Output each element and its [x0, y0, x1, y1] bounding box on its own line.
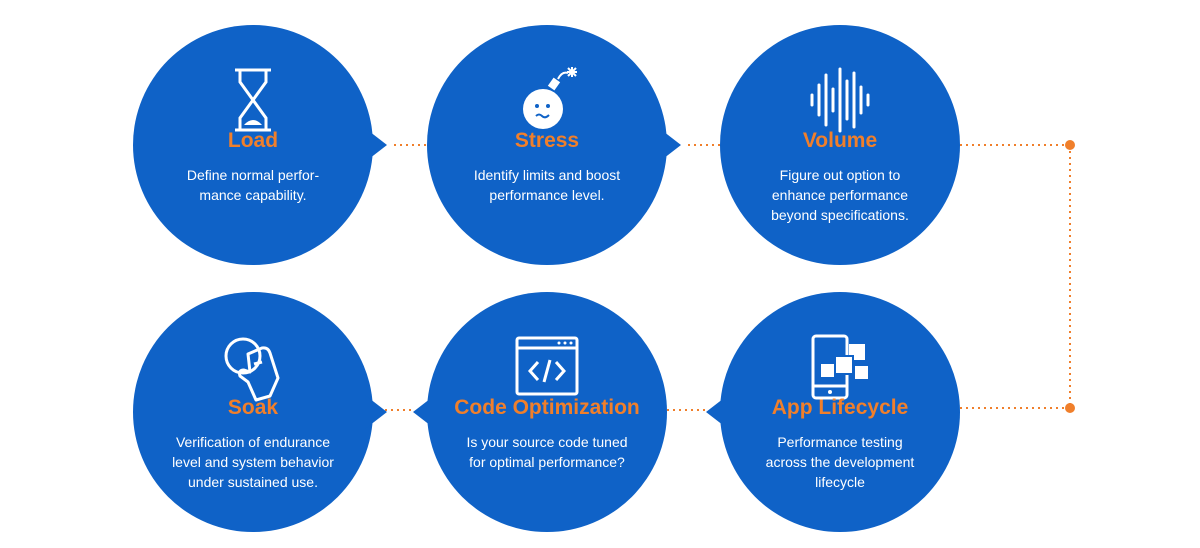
- node-title: Soak: [227, 396, 279, 419]
- description-line: for optimal performance?: [469, 454, 625, 470]
- description-line: enhance performance: [771, 187, 909, 203]
- description-line: across the development: [765, 454, 915, 470]
- mobile-apps-icon: [805, 332, 875, 402]
- hourglass-icon: [218, 65, 288, 135]
- node-description: Performance testing across the developme…: [750, 432, 930, 492]
- node-app-lifecycle: App Lifecycle Performance testing across…: [706, 292, 960, 532]
- description-line: Performance testing: [777, 434, 903, 450]
- description-line: Verification of endurance: [175, 434, 331, 450]
- description-line: beyond specifications.: [771, 207, 909, 223]
- node-description: Identify limits and boost performance le…: [457, 165, 637, 205]
- connector-end-dot-bottom: [1065, 403, 1075, 413]
- description-line: Is your source code tuned: [466, 434, 628, 450]
- node-soak: Soak Verification of endurance level and…: [133, 292, 387, 532]
- description-line: under sustained use.: [188, 474, 318, 490]
- description-line: Define normal perfor-: [186, 167, 320, 183]
- node-title: App Lifecycle: [771, 396, 909, 419]
- description-line: lifecycle: [815, 474, 865, 490]
- sound-wave-icon: [805, 65, 875, 135]
- connector-end-dot-top: [1065, 140, 1075, 150]
- description-line: Figure out option to: [779, 167, 901, 183]
- code-window-icon: [512, 332, 582, 402]
- node-title: Load: [227, 129, 279, 152]
- node-load: Load Define normal perfor- mance capabil…: [133, 25, 387, 265]
- node-title: Volume: [802, 129, 878, 152]
- hand-coin-icon: [218, 332, 288, 402]
- node-title: Code Optimization: [454, 396, 640, 419]
- node-title: Stress: [514, 129, 580, 152]
- node-description: Define normal perfor- mance capability.: [163, 165, 343, 205]
- description-line: performance level.: [489, 187, 605, 203]
- node-stress: Stress Identify limits and boost perform…: [427, 25, 681, 265]
- node-volume: Volume Figure out option to enhance perf…: [720, 25, 960, 265]
- bomb-icon: [512, 65, 582, 135]
- node-description: Figure out option to enhance performance…: [750, 165, 930, 225]
- description-line: Identify limits and boost: [473, 167, 621, 183]
- description-line: level and system behavior: [172, 454, 334, 470]
- description-line: mance capability.: [199, 187, 307, 203]
- node-description: Is your source code tuned for optimal pe…: [457, 432, 637, 472]
- node-code-optimization: Code Optimization Is your source code tu…: [413, 292, 667, 532]
- node-description: Verification of endurance level and syst…: [163, 432, 343, 492]
